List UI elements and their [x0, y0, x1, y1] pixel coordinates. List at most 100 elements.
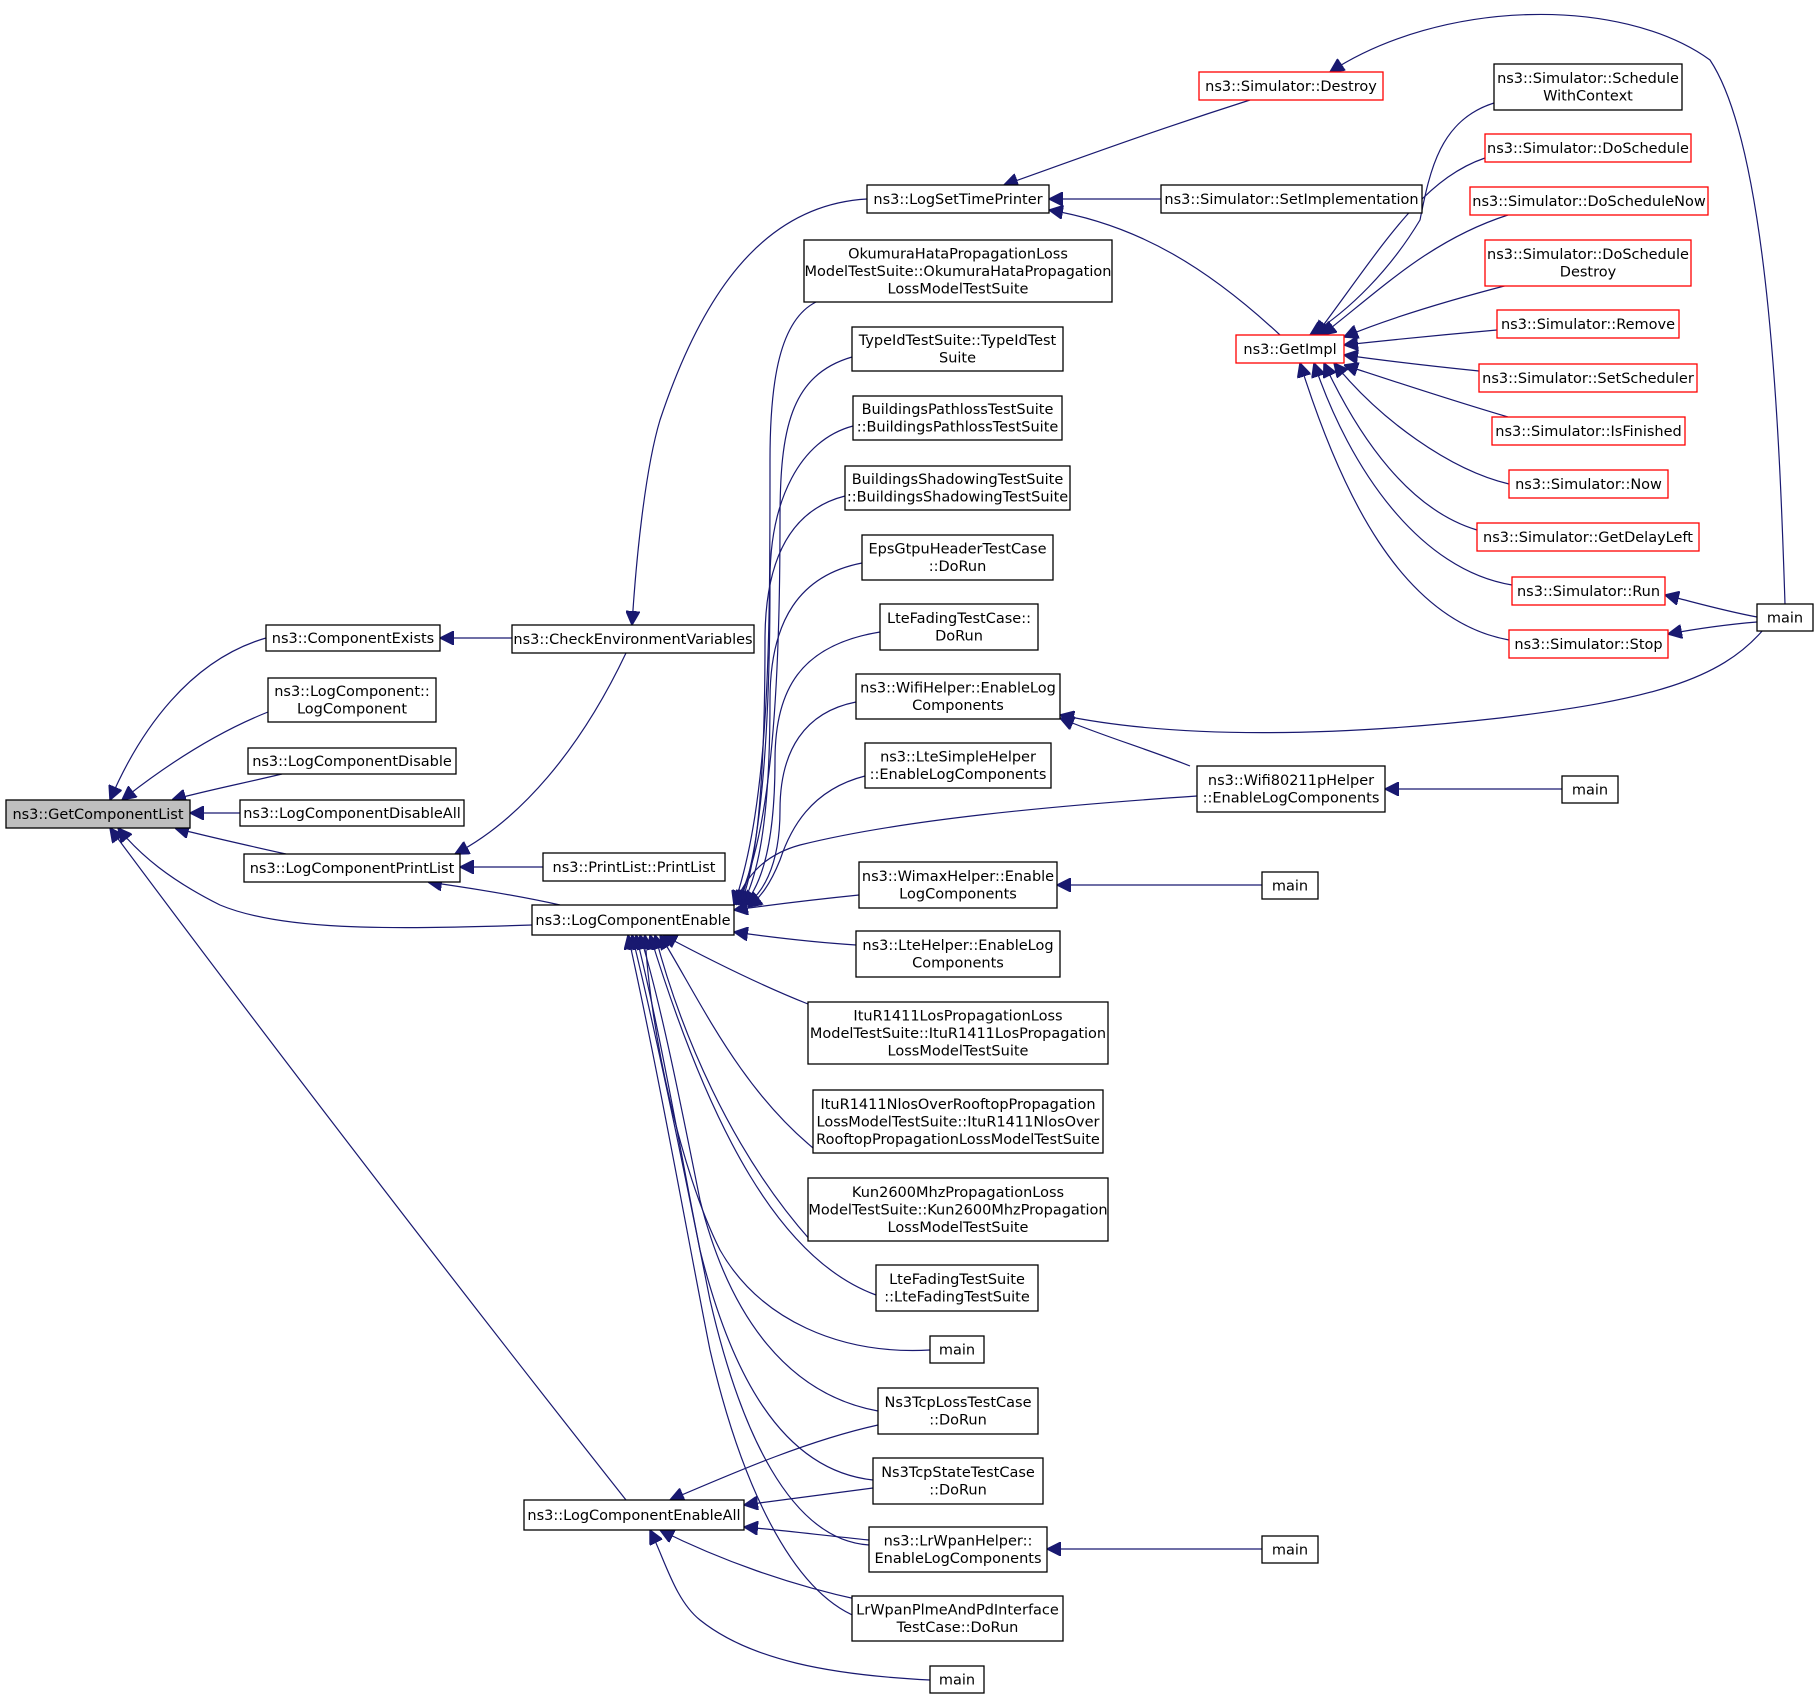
node-lrwpan[interactable]: ns3::LrWpanHelper::EnableLogComponents — [868, 1526, 1048, 1573]
node-logsettime[interactable]: ns3::LogSetTimePrinter — [866, 184, 1050, 214]
node-getcomplist[interactable]: ns3::GetComponentList — [5, 799, 191, 829]
node-label: ItuR1411LosPropagationLoss — [853, 1008, 1062, 1024]
node-box — [858, 861, 1058, 909]
node-label: ns3::GetComponentList — [12, 807, 183, 823]
node-label: ns3::Simulator::Schedule — [1497, 71, 1679, 87]
node-simdoschednow[interactable]: ns3::Simulator::DoScheduleNow — [1469, 186, 1709, 216]
node-ns3tcploss[interactable]: Ns3TcpLossTestCase::DoRun — [877, 1387, 1039, 1435]
node-label: Components — [912, 698, 1004, 714]
node-box — [1198, 71, 1384, 101]
node-label: WithContext — [1543, 89, 1633, 105]
node-main-lrwpan[interactable]: main — [1261, 1535, 1319, 1564]
node-label: ::DoRun — [929, 1483, 987, 1499]
node-main-wifi80211p[interactable]: main — [1561, 775, 1619, 804]
node-okumura[interactable]: OkumuraHataPropagationLossModelTestSuite… — [803, 239, 1113, 303]
node-simsetsched[interactable]: ns3::Simulator::SetScheduler — [1478, 363, 1698, 393]
node-ltefadingsuite[interactable]: LteFadingTestSuite::LteFadingTestSuite — [875, 1264, 1039, 1312]
node-main-a[interactable]: main — [929, 1335, 985, 1364]
node-box — [929, 1335, 985, 1364]
node-simgetdelay[interactable]: ns3::Simulator::GetDelayLeft — [1476, 522, 1700, 552]
edge-wifi80211p-to-wifihelper — [1060, 718, 1191, 767]
node-main-sim[interactable]: main — [1756, 603, 1814, 632]
node-wifi80211p[interactable]: ns3::Wifi80211pHelper::EnableLogComponen… — [1196, 765, 1386, 813]
node-main-wimax[interactable]: main — [1261, 871, 1319, 900]
node-label: TypeIdTestSuite::TypeIdTest — [858, 333, 1057, 349]
edge-simdestroy-to-logsettime — [1004, 99, 1251, 185]
edge-line — [1310, 102, 1495, 335]
edge-main_sim-to-simstop — [1668, 621, 1758, 634]
node-label: ns3::GetImpl — [1243, 342, 1336, 358]
node-bshadow[interactable]: BuildingsShadowingTestSuite::BuildingsSh… — [844, 465, 1071, 511]
edge-line — [746, 701, 857, 905]
node-label: main — [1272, 1542, 1308, 1558]
node-logcomp[interactable]: ns3::LogComponent::LogComponent — [267, 677, 437, 723]
node-simrun[interactable]: ns3::Simulator::Run — [1511, 576, 1666, 606]
node-label: ns3::LogComponentPrintList — [250, 861, 455, 877]
node-box — [531, 904, 735, 936]
node-label: ModelTestSuite::OkumuraHataPropagation — [805, 264, 1112, 280]
node-label: ::DoRun — [929, 559, 987, 575]
node-main-b[interactable]: main — [929, 1665, 985, 1694]
node-box — [511, 624, 755, 654]
node-box — [872, 1457, 1044, 1505]
node-label: ModelTestSuite::Kun2600MhzPropagation — [808, 1202, 1107, 1218]
node-label: ns3::Simulator::IsFinished — [1495, 424, 1681, 440]
node-box — [5, 799, 191, 829]
edge-epsgtpu-to-logcompenable — [742, 562, 863, 905]
node-ltesimple[interactable]: ns3::LteSimpleHelper::EnableLogComponent… — [864, 742, 1052, 789]
node-wimax[interactable]: ns3::WimaxHelper::EnableLogComponents — [858, 861, 1058, 909]
node-logcompdisable[interactable]: ns3::LogComponentDisable — [247, 747, 457, 775]
node-simdosched[interactable]: ns3::Simulator::DoSchedule — [1484, 133, 1692, 163]
node-box — [851, 326, 1064, 372]
node-simsetimpl[interactable]: ns3::Simulator::SetImplementation — [1160, 184, 1423, 214]
node-ltefadingcase[interactable]: LteFadingTestCase::DoRun — [879, 603, 1039, 651]
node-logcompdisableall[interactable]: ns3::LogComponentDisableAll — [239, 799, 465, 827]
edge-line — [734, 301, 817, 905]
edge-bpathloss-to-logcompenable — [738, 425, 854, 905]
node-ltehelper[interactable]: ns3::LteHelper::EnableLogComponents — [855, 930, 1061, 978]
node-kun[interactable]: Kun2600MhzPropagationLossModelTestSuite:… — [807, 1177, 1109, 1242]
node-itulos[interactable]: ItuR1411LosPropagationLossModelTestSuite… — [807, 1001, 1109, 1065]
node-box — [1484, 133, 1692, 163]
node-simremove[interactable]: ns3::Simulator::Remove — [1496, 309, 1680, 339]
node-simnow[interactable]: ns3::Simulator::Now — [1508, 469, 1669, 499]
edge-line — [650, 935, 877, 1296]
node-wifihelper[interactable]: ns3::WifiHelper::EnableLogComponents — [855, 673, 1061, 720]
node-label: ns3::Simulator::Now — [1515, 477, 1662, 493]
edge-line — [1049, 210, 1281, 336]
edge-line — [1322, 214, 1509, 335]
edge-logcomp-to-getcomplist — [122, 711, 269, 800]
node-getimpl[interactable]: ns3::GetImpl — [1235, 334, 1345, 364]
node-box — [868, 1526, 1048, 1573]
node-box — [1160, 184, 1423, 214]
node-label: Destroy — [1560, 265, 1617, 281]
edge-line — [1344, 355, 1480, 372]
edge-logcompenable-to-getcomplist — [118, 828, 533, 929]
node-label: LteFadingTestCase:: — [887, 611, 1031, 627]
node-box — [807, 1177, 1109, 1242]
node-logcompprintlist[interactable]: ns3::LogComponentPrintList — [243, 853, 461, 883]
node-bpathloss[interactable]: BuildingsPathlossTestSuite::BuildingsPat… — [852, 395, 1063, 441]
edge-line — [1668, 621, 1758, 634]
node-simdestroy[interactable]: ns3::Simulator::Destroy — [1198, 71, 1384, 101]
edge-simdoscheddestroy-to-getimpl — [1344, 283, 1513, 337]
node-ns3tcpstate[interactable]: Ns3TcpStateTestCase::DoRun — [872, 1457, 1044, 1505]
node-epsgtpu[interactable]: EpsGtpuHeaderTestCase::DoRun — [861, 534, 1054, 581]
edge-ns3tcploss-to-logcompenableall — [670, 1424, 879, 1500]
node-compexists[interactable]: ns3::ComponentExists — [265, 624, 441, 652]
node-logcompenableall[interactable]: ns3::LogComponentEnableAll — [523, 1499, 745, 1531]
node-logcompenable[interactable]: ns3::LogComponentEnable — [531, 904, 735, 936]
node-label: ItuR1411NlosOverRooftopPropagation — [820, 1097, 1095, 1113]
node-simstop[interactable]: ns3::Simulator::Stop — [1508, 629, 1669, 659]
node-printlist[interactable]: ns3::PrintList::PrintList — [542, 852, 726, 882]
edge-logcompprintlist-to-getcomplist — [175, 828, 287, 855]
node-simisfinished[interactable]: ns3::Simulator::IsFinished — [1491, 416, 1686, 446]
edge-line — [744, 631, 881, 905]
node-checkenv[interactable]: ns3::CheckEnvironmentVariables — [511, 624, 755, 654]
node-label: ::LteFadingTestSuite — [884, 1290, 1030, 1306]
node-itunlos[interactable]: ItuR1411NlosOverRooftopPropagationLossMo… — [812, 1089, 1104, 1154]
node-typeid[interactable]: TypeIdTestSuite::TypeIdTestSuite — [851, 326, 1064, 372]
